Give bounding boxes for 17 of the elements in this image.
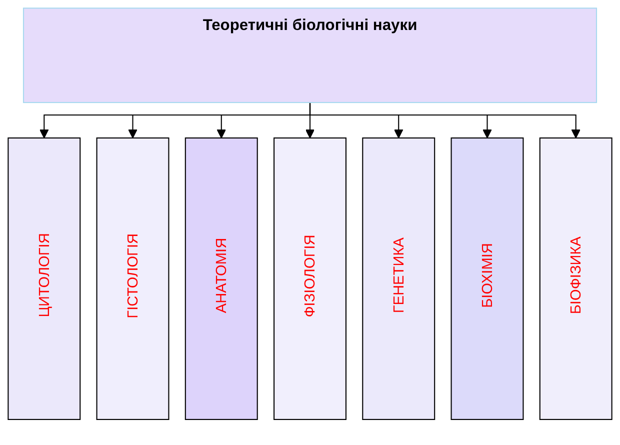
heading-text: Теоретичні біологічні науки: [202, 16, 418, 36]
discipline-box: [274, 137, 346, 420]
discipline-label: АНАТОМІЯ: [212, 236, 230, 316]
discipline-label: ЦИТОЛОГІЯ: [34, 232, 53, 320]
discipline-box: [184, 137, 258, 420]
discipline-box: [362, 137, 436, 420]
discipline-label: ФІЗІОЛОГІЯ: [300, 233, 319, 319]
discipline-box: [450, 137, 524, 420]
discipline-label: ГІСТОЛОГІЯ: [122, 232, 142, 320]
discipline-box: [539, 137, 612, 420]
discipline-box: [8, 137, 81, 420]
discipline-box: [96, 137, 170, 420]
discipline-label: БІОФІЗИКА: [566, 236, 585, 316]
heading-box: [22, 8, 598, 104]
arrow: [309, 102, 580, 138]
discipline-label: БІОХІМІЯ: [477, 242, 496, 310]
discipline-label: ГЕНЕТИКА: [388, 236, 408, 316]
